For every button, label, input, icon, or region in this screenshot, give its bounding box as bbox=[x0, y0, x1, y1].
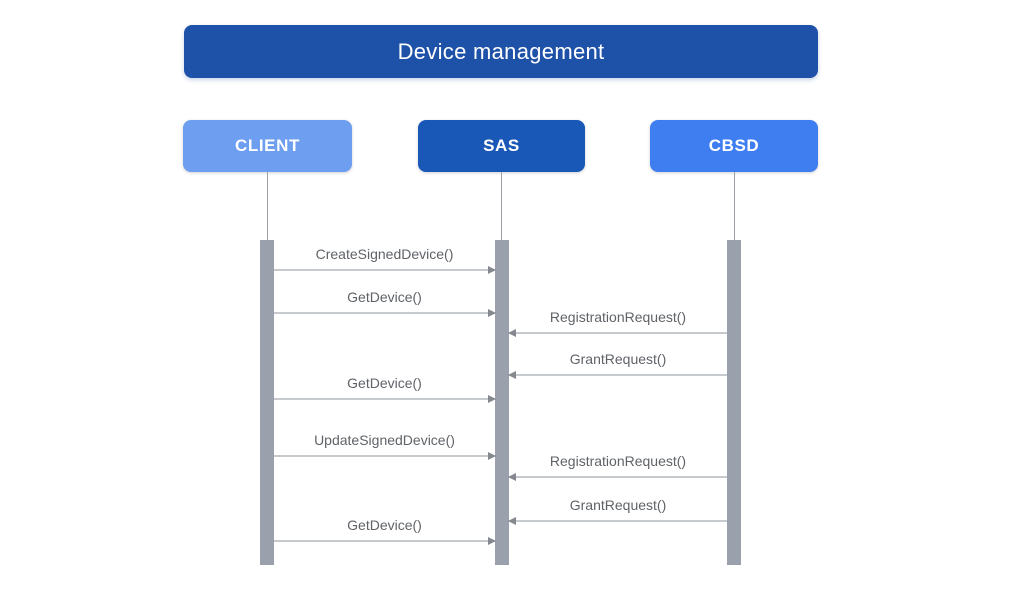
arrow-right-icon bbox=[488, 309, 496, 317]
actor-cbsd-label: CBSD bbox=[708, 136, 760, 155]
message-line bbox=[274, 540, 495, 542]
arrow-left-icon bbox=[508, 473, 516, 481]
message-label: GetDevice() bbox=[347, 375, 422, 391]
arrow-left-icon bbox=[508, 517, 516, 525]
message-get-device-2: GetDevice() bbox=[274, 372, 496, 403]
message-label: UpdateSignedDevice() bbox=[314, 432, 455, 448]
lifeline-cbsd bbox=[734, 172, 735, 240]
message-get-device-1: GetDevice() bbox=[274, 286, 496, 317]
lifeline-sas bbox=[501, 172, 502, 240]
diagram-title: Device management bbox=[397, 38, 605, 64]
activation-bar-sas bbox=[495, 240, 509, 565]
message-grant-request-2: GrantRequest() bbox=[508, 494, 727, 525]
activation-bar-cbsd bbox=[727, 240, 741, 565]
actor-cbsd: CBSD bbox=[650, 120, 818, 172]
diagram-title-bar: Device management bbox=[184, 25, 818, 78]
actor-client-label: CLIENT bbox=[235, 136, 300, 155]
message-label: RegistrationRequest() bbox=[549, 453, 687, 469]
message-line bbox=[274, 312, 495, 314]
activation-bar-client bbox=[260, 240, 274, 565]
message-label: GrantRequest() bbox=[569, 351, 667, 367]
message-label: RegistrationRequest() bbox=[549, 309, 687, 325]
lifeline-client bbox=[267, 172, 268, 240]
message-label: CreateSignedDevice() bbox=[315, 246, 454, 262]
actor-sas-label: SAS bbox=[483, 136, 520, 155]
message-grant-request-1: GrantRequest() bbox=[508, 348, 727, 379]
actor-sas: SAS bbox=[418, 120, 585, 172]
message-registration-request-1: RegistrationRequest() bbox=[508, 306, 727, 337]
arrow-right-icon bbox=[488, 395, 496, 403]
message-line bbox=[509, 374, 727, 376]
message-create-signed-device: CreateSignedDevice() bbox=[274, 243, 496, 274]
message-get-device-3: GetDevice() bbox=[274, 514, 496, 545]
arrow-right-icon bbox=[488, 537, 496, 545]
message-line bbox=[509, 476, 727, 478]
message-registration-request-2: RegistrationRequest() bbox=[508, 450, 727, 481]
message-line bbox=[509, 332, 727, 334]
message-update-signed-device: UpdateSignedDevice() bbox=[274, 429, 496, 460]
message-line bbox=[274, 455, 495, 457]
arrow-left-icon bbox=[508, 371, 516, 379]
arrow-left-icon bbox=[508, 329, 516, 337]
arrow-right-icon bbox=[488, 266, 496, 274]
message-line bbox=[274, 398, 495, 400]
message-label: GetDevice() bbox=[347, 289, 422, 305]
actor-client: CLIENT bbox=[183, 120, 352, 172]
arrow-right-icon bbox=[488, 452, 496, 460]
message-label: GrantRequest() bbox=[569, 497, 667, 513]
message-line bbox=[274, 269, 495, 271]
message-line bbox=[509, 520, 727, 522]
message-label: GetDevice() bbox=[347, 517, 422, 533]
